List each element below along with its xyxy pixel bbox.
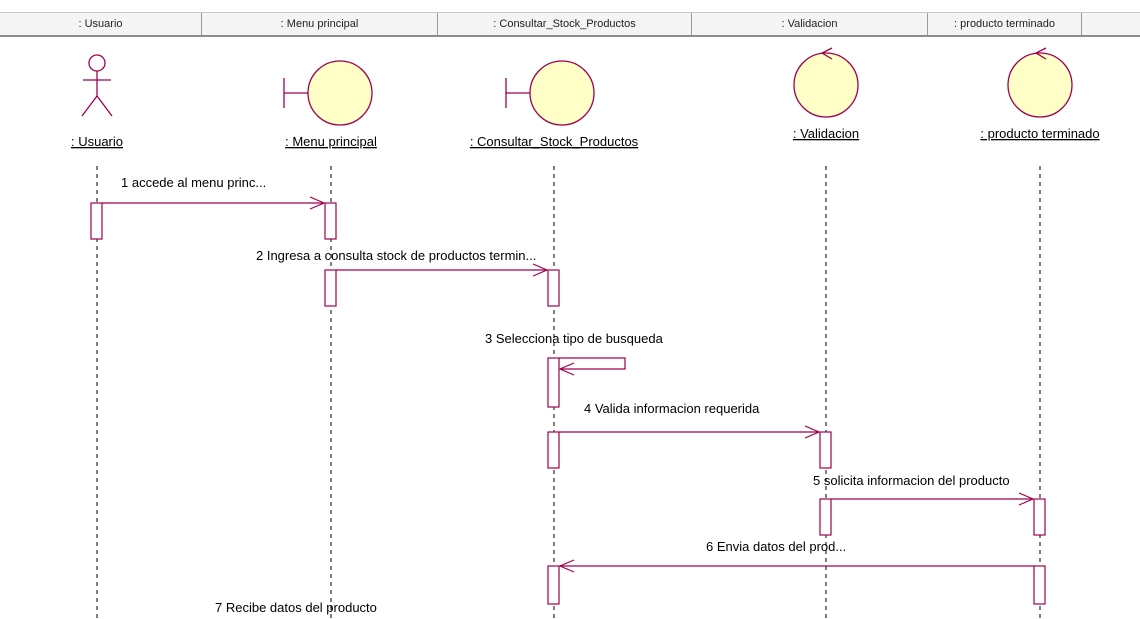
actor-icon[interactable] bbox=[81, 54, 113, 117]
header-tab-consultar-stock-productos[interactable]: : Consultar_Stock_Productos bbox=[438, 13, 692, 35]
object-label-validacion: : Validacion bbox=[793, 126, 859, 141]
activation-bar[interactable] bbox=[324, 269, 337, 307]
object-label-producto-terminado: : producto terminado bbox=[980, 126, 1099, 141]
object-label-menu-principal: : Menu principal bbox=[285, 134, 377, 149]
message-arrow-6-return[interactable] bbox=[558, 559, 1034, 573]
message-label-6: 6 Envia datos del prod... bbox=[706, 539, 846, 554]
message-label-1: 1 accede al menu princ... bbox=[121, 175, 266, 190]
activation-bar[interactable] bbox=[819, 498, 832, 536]
message-label-2: 2 Ingresa a consulta stock de productos … bbox=[256, 248, 536, 263]
activation-bar[interactable] bbox=[1033, 565, 1046, 605]
header-tab-producto-terminado[interactable]: : producto terminado bbox=[928, 13, 1082, 35]
activation-bar[interactable] bbox=[324, 202, 337, 240]
activation-bar[interactable] bbox=[90, 202, 103, 240]
message-label-3: 3 Selecciona tipo de busqueda bbox=[485, 331, 664, 346]
message-label-4: 4 Valida informacion requerida bbox=[584, 401, 760, 416]
message-arrow-4[interactable] bbox=[559, 425, 821, 439]
activation-bar[interactable] bbox=[1033, 498, 1046, 536]
message-arrow-3-self[interactable] bbox=[558, 357, 626, 376]
message-label-7: 7 Recibe datos del producto bbox=[215, 600, 377, 615]
message-arrow-1[interactable] bbox=[102, 196, 326, 210]
header-tab-menu-principal[interactable]: : Menu principal bbox=[202, 13, 438, 35]
message-arrow-2[interactable] bbox=[336, 263, 549, 277]
boundary-icon[interactable] bbox=[283, 60, 373, 126]
header-tab-validacion[interactable]: : Validacion bbox=[692, 13, 928, 35]
message-arrow-5[interactable] bbox=[831, 492, 1035, 506]
activation-bar[interactable] bbox=[547, 431, 560, 469]
activation-bar[interactable] bbox=[819, 431, 832, 469]
control-icon[interactable] bbox=[793, 47, 859, 118]
object-label-usuario: : Usuario bbox=[71, 134, 123, 149]
object-label-consultar-stock: : Consultar_Stock_Productos bbox=[470, 134, 639, 149]
lifeline-header-bar: : Usuario : Menu principal : Consultar_S… bbox=[0, 12, 1140, 37]
activation-bar[interactable] bbox=[547, 269, 560, 307]
header-tab-usuario[interactable]: : Usuario bbox=[0, 13, 202, 35]
activation-bar[interactable] bbox=[547, 565, 560, 605]
activation-bar[interactable] bbox=[547, 357, 560, 408]
message-label-5: 5 solicita informacion del producto bbox=[813, 473, 1010, 488]
boundary-icon[interactable] bbox=[505, 60, 595, 126]
control-icon[interactable] bbox=[1007, 47, 1073, 118]
